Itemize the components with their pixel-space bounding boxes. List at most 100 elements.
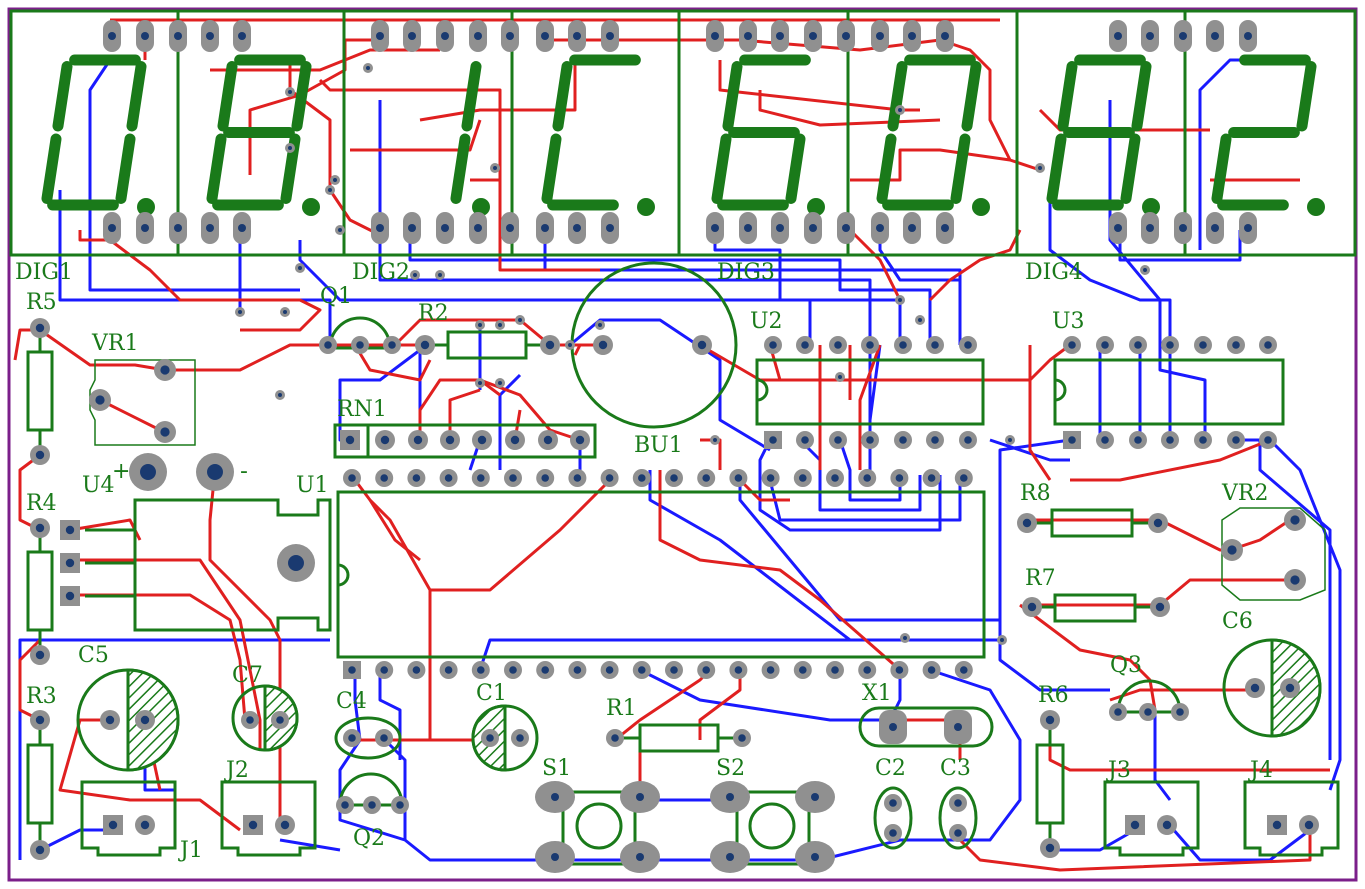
digit-2 [206,54,320,216]
display-pin-bottom [169,212,187,244]
pad [568,469,587,487]
pad [504,469,522,487]
display-pin-top [136,20,154,52]
pad [1096,431,1114,449]
display-pin-bottom [936,212,954,244]
label-r2: R2 [418,301,449,326]
segment-f [217,61,238,132]
pad [536,661,555,679]
pad [375,469,394,487]
pad [1194,431,1212,449]
label-u3: U3 [1052,309,1085,334]
segment-b [1296,61,1317,132]
resistor-pad [30,445,50,465]
pad [858,661,877,679]
j2-body [220,780,317,857]
display-pin-bottom [469,212,487,244]
designators: DIG1 DIG2 DIG3 DIG4 R5 VR1 Q1 R2 U2 U3 R… [15,260,1273,863]
vr1-body [89,359,196,446]
label-rn1: RN1 [337,397,387,422]
pad [471,469,490,487]
label-dig4: DIG4 [1025,260,1083,285]
label-c1: C1 [476,681,507,706]
pad [665,469,683,487]
pad [319,336,337,354]
label-r8: R8 [1020,481,1051,506]
pad [826,661,844,679]
pad [241,711,259,729]
label-minus: - [240,459,248,484]
u4-pin [60,553,80,573]
u4-tab-pad [277,544,315,582]
pad [1284,509,1306,531]
resistor-pad [30,840,50,860]
resistor-pad [30,710,50,730]
segment-f [1057,61,1078,132]
pad [340,430,360,450]
j3-body [1103,780,1200,857]
pad [954,469,973,487]
pad [540,335,560,355]
pad [351,336,369,354]
display-pin-top [837,20,855,52]
segment-f [887,61,908,132]
display-pin-top [568,20,586,52]
label-c3: C3 [940,756,971,781]
pad [1040,710,1060,730]
pad [764,336,782,354]
pad [1139,703,1157,721]
pad [922,469,941,487]
pad [1161,431,1179,449]
pad [1227,336,1245,354]
j1-body [80,780,177,857]
s1-body [561,790,637,866]
pad [481,729,499,747]
display-pin-bottom [1239,212,1257,244]
pad [959,336,977,354]
display-pin-top [771,20,789,52]
decimal-point [472,198,490,216]
pad [697,661,716,679]
pad [1194,336,1212,354]
segment-e [541,133,562,204]
pad [729,469,748,487]
display-pin-top [936,20,954,52]
switch-pad [795,841,835,873]
display-pin-top [501,20,519,52]
display-pin-top [1174,20,1192,52]
pad [922,661,941,679]
display-pin-top [469,20,487,52]
pad [1022,597,1042,617]
pad [894,431,912,449]
vr1-pad [154,421,176,443]
display-pin-top [201,20,219,52]
pad [697,469,716,487]
pad [375,430,395,450]
c3-body [938,786,978,850]
pad [1227,431,1245,449]
pad [1245,678,1265,698]
display-pin-top [233,20,251,52]
segment-c [950,133,971,204]
segment-c [785,133,806,204]
pad [890,469,909,487]
display-pin-top [871,20,889,52]
segment-b [291,61,312,132]
u1-body [336,490,986,659]
pad [632,469,651,487]
digit-3 [450,61,490,216]
vias [235,63,1150,645]
pad [415,335,435,355]
label-c4: C4 [336,689,367,714]
pad [243,815,263,835]
c2-body [873,786,913,850]
x1-body [858,706,994,748]
display-pin-bottom [903,212,921,244]
pad [761,469,780,487]
pad [383,336,401,354]
pad [861,336,879,354]
resistor-pad [30,645,50,665]
pad [733,729,751,747]
switch-pad [620,841,660,873]
rn1-body [333,423,597,459]
